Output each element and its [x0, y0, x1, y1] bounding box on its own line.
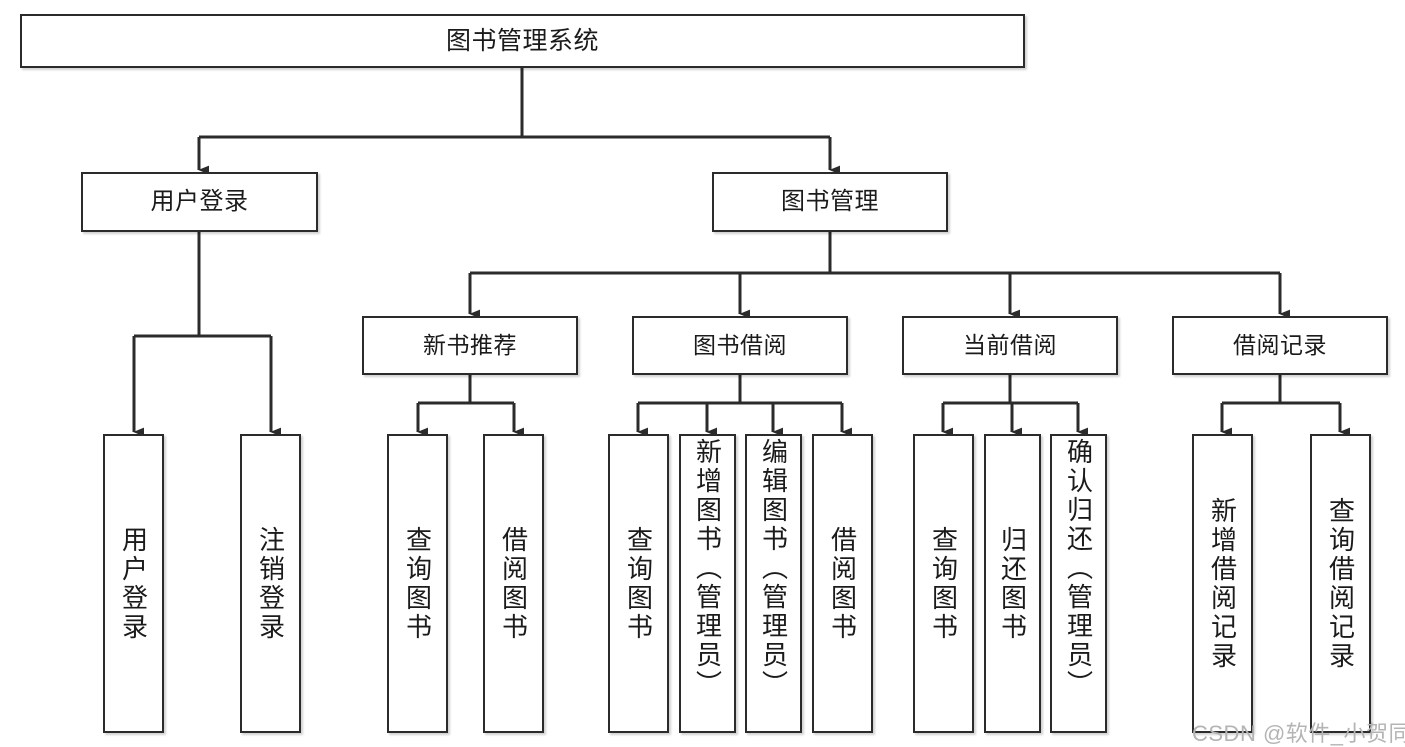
- node-leaf-leaf-borrow-book-2[interactable]: 借阅图书: [812, 434, 873, 733]
- node-level3-new-book-rec[interactable]: 新书推荐: [362, 316, 578, 375]
- node-label: 查询图书: [402, 525, 433, 642]
- node-label: 图书管理系统: [445, 27, 599, 55]
- node-label: 图书管理: [781, 187, 879, 215]
- node-level3-borrow-record[interactable]: 借阅记录: [1172, 316, 1388, 375]
- node-level2-book-manage[interactable]: 图书管理: [712, 172, 948, 232]
- node-label: 借阅图书: [498, 525, 529, 642]
- node-leaf-leaf-return-book[interactable]: 归还图书: [984, 434, 1041, 733]
- node-label: 注销登录: [255, 525, 286, 642]
- node-leaf-leaf-confirm-return[interactable]: 确认归还（管理员）: [1050, 434, 1107, 733]
- node-leaf-leaf-borrow-book-1[interactable]: 借阅图书: [483, 434, 544, 733]
- node-level2-user-login[interactable]: 用户登录: [81, 172, 318, 232]
- node-leaf-leaf-logout[interactable]: 注销登录: [240, 434, 301, 733]
- node-leaf-leaf-add-record[interactable]: 新增借阅记录: [1192, 434, 1253, 733]
- node-level3-book-borrow[interactable]: 图书借阅: [632, 316, 848, 375]
- node-label: 编辑图书（管理员）: [758, 438, 789, 699]
- node-label: 新增图书（管理员）: [692, 438, 723, 699]
- node-label: 当前借阅: [963, 331, 1057, 358]
- node-label: 借阅记录: [1233, 331, 1327, 358]
- node-level3-current-borrow[interactable]: 当前借阅: [902, 316, 1118, 375]
- node-label: 归还图书: [997, 525, 1028, 642]
- node-label: 新书推荐: [423, 331, 517, 358]
- node-label: 查询图书: [928, 525, 959, 642]
- node-leaf-leaf-query-book-1[interactable]: 查询图书: [387, 434, 448, 733]
- node-leaf-leaf-query-book-2[interactable]: 查询图书: [608, 434, 669, 733]
- node-root[interactable]: 图书管理系统: [20, 14, 1025, 68]
- node-label: 用户登录: [150, 187, 249, 215]
- node-leaf-leaf-query-record[interactable]: 查询借阅记录: [1310, 434, 1371, 733]
- node-leaf-leaf-query-book-3[interactable]: 查询图书: [913, 434, 974, 733]
- node-label: 确认归还（管理员）: [1063, 438, 1094, 699]
- node-leaf-leaf-edit-book[interactable]: 编辑图书（管理员）: [745, 434, 802, 733]
- node-leaf-leaf-user-login[interactable]: 用户登录: [103, 434, 164, 733]
- node-label: 新增借阅记录: [1207, 496, 1238, 671]
- node-label: 查询借阅记录: [1325, 496, 1356, 671]
- node-leaf-leaf-add-book[interactable]: 新增图书（管理员）: [679, 434, 736, 733]
- node-label: 用户登录: [118, 525, 149, 642]
- node-label: 查询图书: [623, 525, 654, 642]
- connector-group: [132, 68, 1351, 437]
- node-label: 借阅图书: [827, 525, 858, 642]
- node-label: 图书借阅: [693, 331, 787, 358]
